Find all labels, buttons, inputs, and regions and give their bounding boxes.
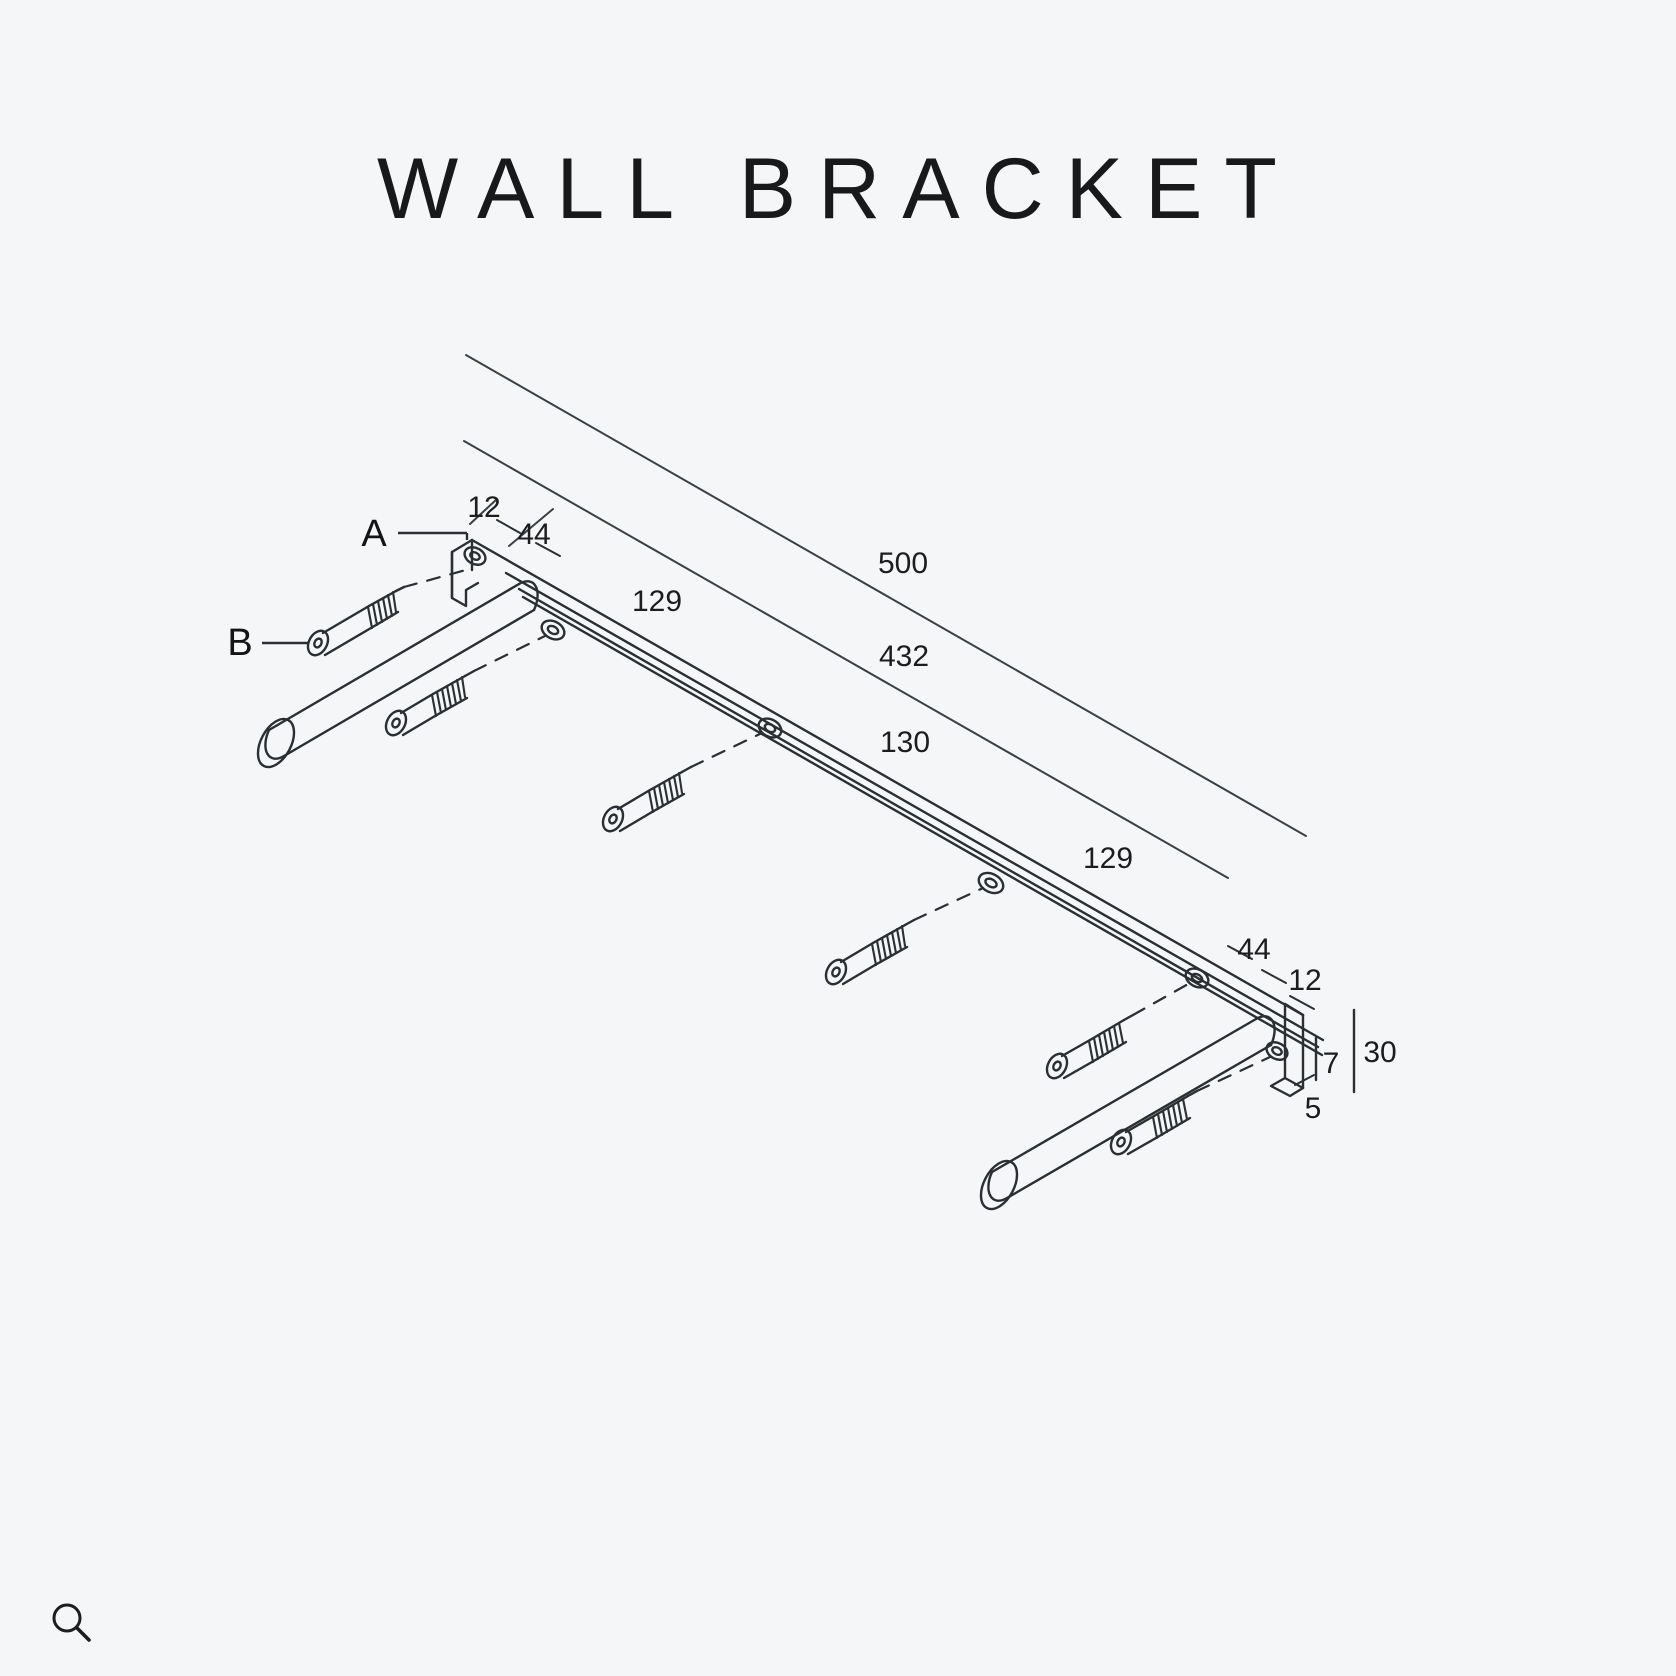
dim-hole-spacing-last: 129 (1083, 842, 1133, 875)
dim-plate-lip: 5 (1305, 1092, 1322, 1125)
dim-right-ticks (1227, 945, 1315, 1086)
search-icon-glyph (52, 1603, 91, 1642)
dim-plate-thickness-left: 12 (467, 491, 500, 524)
part-label-B: B (227, 622, 309, 664)
dim-hole-to-hole-span: 432 (879, 640, 929, 673)
part-label-B-text: B (227, 622, 252, 664)
dim-hole-spacing-middle: 130 (880, 726, 930, 759)
dim-plate-width-right: 44 (1237, 933, 1270, 966)
dim-plate-thickness-right: 12 (1288, 964, 1321, 997)
bracket-right-end-plate (1265, 1002, 1305, 1098)
screw-6 (1109, 1089, 1199, 1156)
dim-12-left-ticks (496, 519, 561, 557)
support-rod-right (979, 1015, 1276, 1211)
screw-1 (306, 585, 406, 657)
screw-5 (1045, 1013, 1135, 1080)
bracket-long-flange (470, 538, 1325, 1057)
page-title: WALL BRACKET (377, 141, 1299, 237)
dim-hole-spacing-first: 129 (632, 585, 682, 618)
dimension-extension-lines (463, 354, 1307, 879)
screw-3 (601, 765, 693, 833)
bracket-left-end-plate (450, 538, 487, 608)
dim-overall-length: 500 (878, 547, 928, 580)
screw-2 (384, 669, 476, 737)
dim-plate-height-total: 30 (1363, 1036, 1396, 1069)
dimension-labels: 12 44 500 129 432 130 129 44 12 7 30 5 (467, 491, 1396, 1125)
dim-plate-width-left: 44 (517, 518, 550, 551)
mounting-holes (540, 619, 1210, 989)
screw-4 (824, 918, 916, 986)
support-rod-left (256, 580, 539, 769)
dim-plate-edge-height: 7 (1323, 1047, 1340, 1080)
part-label-A: A (361, 513, 469, 555)
part-label-A-text: A (361, 513, 387, 555)
search-icon[interactable] (45, 1596, 97, 1648)
assembly-dashed-lines (402, 568, 1272, 1093)
